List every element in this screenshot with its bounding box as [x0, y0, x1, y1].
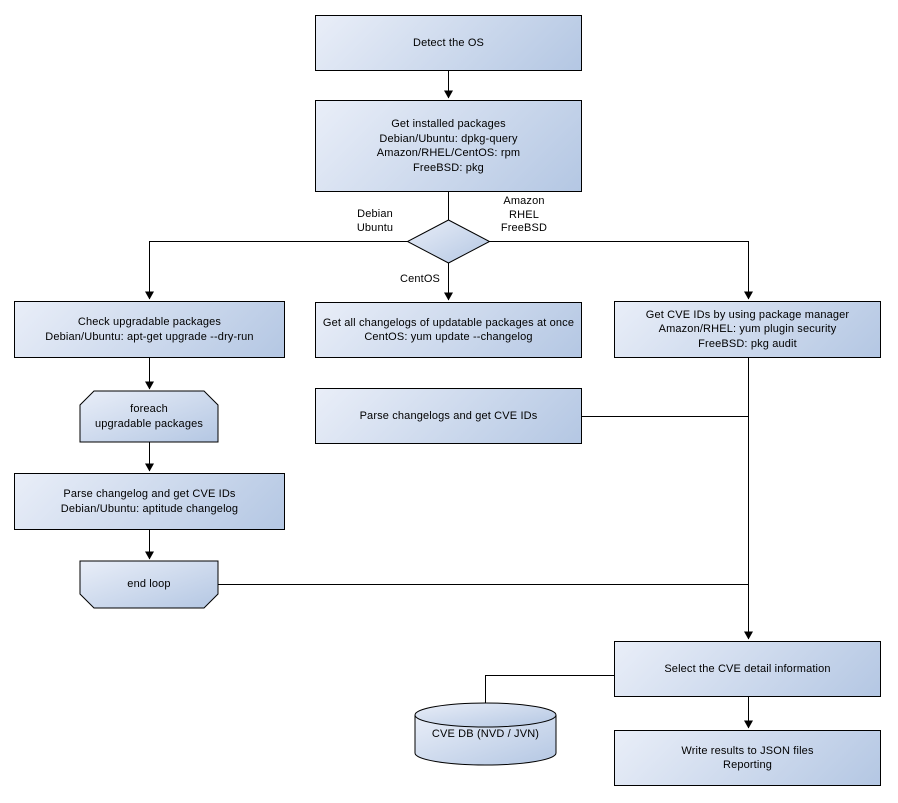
node-label: Write results to JSON files — [681, 744, 814, 757]
end-loop-shape — [79, 560, 219, 609]
node-label: Reporting — [722, 759, 773, 771]
node-label: Amazon/RHEL/CentOS: rpm — [376, 147, 521, 159]
node-label: Check upgradable packages — [77, 316, 222, 328]
node-cve-db: CVE DB (NVD / JVN) — [415, 719, 556, 749]
node-label: upgradable packages — [94, 417, 204, 430]
edge-label-centos: CentOS — [399, 273, 441, 285]
os-decision-diamond — [406, 219, 491, 264]
edge-cvedb-to-select — [485, 675, 614, 703]
cve-db-cylinder-body — [414, 715, 557, 766]
edge-label-amazon-rhel-freebsd: Amazon RHEL FreeBSD — [500, 195, 548, 234]
node-label: Parse changelog and get CVE IDs — [63, 488, 236, 500]
node-select-cve-detail: Select the CVE detail information — [614, 641, 881, 697]
node-get-cve-by-pkg-manager: Get CVE IDs by using package manager Ama… — [614, 301, 881, 358]
node-get-installed-packages: Get installed packages Debian/Ubuntu: dp… — [315, 100, 582, 192]
node-label: foreach — [130, 403, 168, 415]
edge-decision-to-check-upgradable — [145, 241, 408, 300]
edge-label-debian-ubuntu: Debian Ubuntu — [356, 208, 394, 234]
node-label: Detect the OS — [412, 36, 485, 49]
node-detect-os: Detect the OS — [315, 15, 582, 71]
node-label: Debian/Ubuntu: aptitude changelog — [60, 502, 239, 515]
node-label: end loop — [127, 578, 171, 591]
node-parse-changelog-get-cve: Parse changelog and get CVE IDs Debian/U… — [14, 473, 285, 530]
node-label: Get CVE IDs by using package manager — [645, 308, 850, 321]
edge-decision-to-get-cve-pkg-mgr — [489, 241, 753, 300]
node-label: Get installed packages — [391, 118, 506, 130]
node-label: CVE DB (NVD / JVN) — [431, 727, 540, 740]
node-label: Debian/Ubuntu: apt-get upgrade --dry-run — [45, 330, 254, 343]
node-label: Get all changelogs of updatable packages… — [322, 316, 575, 329]
node-foreach-loop-start: foreach upgradable packages — [80, 391, 218, 442]
node-check-upgradable-packages: Check upgradable packages Debian/Ubuntu:… — [14, 301, 285, 358]
node-end-loop: end loop — [80, 561, 218, 608]
node-label: Debian/Ubuntu: dpkg-query — [379, 132, 518, 145]
node-label: CentOS: yum update --changelog — [364, 331, 533, 343]
node-label: Select the CVE detail information — [664, 662, 831, 675]
node-get-all-changelogs: Get all changelogs of updatable packages… — [315, 302, 582, 358]
node-label: Parse changelogs and get CVE IDs — [359, 409, 538, 422]
cve-db-cylinder-top — [414, 702, 557, 728]
foreach-loop-shape — [79, 390, 219, 443]
node-label: FreeBSD: pkg — [413, 161, 484, 174]
node-label: FreeBSD: pkg audit — [698, 337, 797, 350]
node-write-results: Write results to JSON files Reporting — [614, 730, 881, 786]
node-parse-changelogs-get-cve: Parse changelogs and get CVE IDs — [315, 388, 582, 444]
node-label: Amazon/RHEL: yum plugin security — [658, 323, 837, 336]
